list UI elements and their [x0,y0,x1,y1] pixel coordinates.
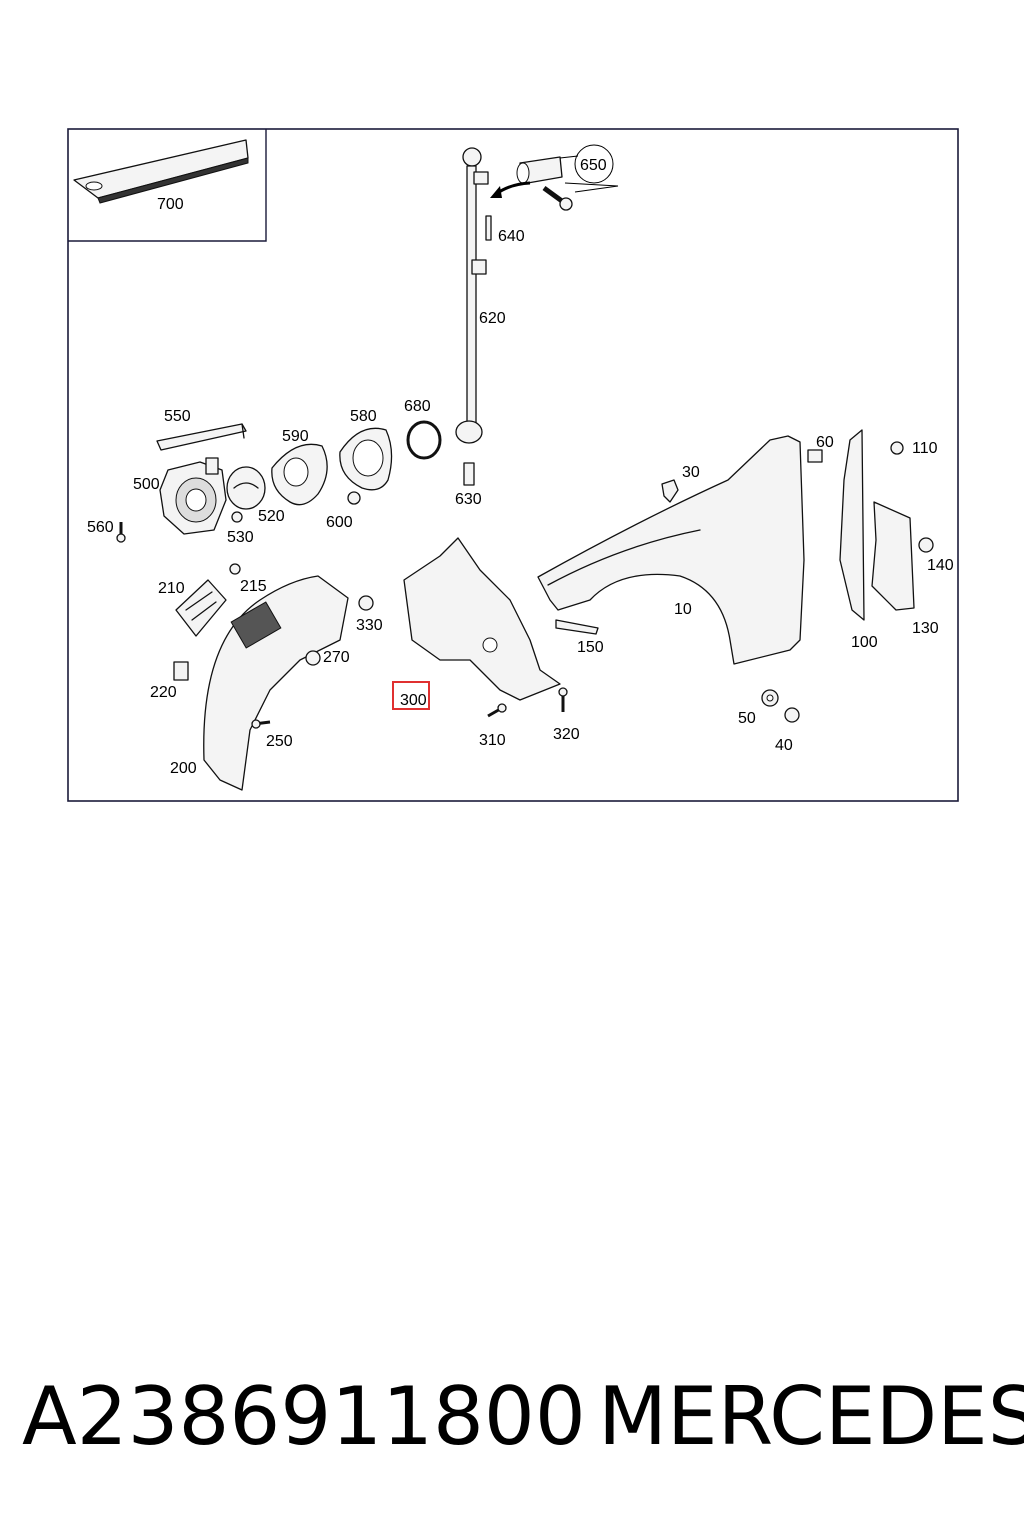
part-650-bolt [542,185,573,211]
part-110-clip [890,441,904,455]
part-630-pin [463,462,475,486]
part-150-strip [555,619,599,635]
label-300: 300 [400,692,427,709]
label-130: 130 [912,620,939,637]
arrow-head-icon [490,186,502,198]
part-60-bolt [807,449,823,463]
label-110: 110 [912,440,938,457]
label-250: 250 [266,733,293,750]
label-200: 200 [170,760,197,777]
part-40-clip [784,707,800,723]
label-590: 590 [282,428,309,445]
label-650: 650 [580,157,607,174]
label-10: 10 [674,601,692,618]
part-330-nut [358,595,374,611]
highlight-box [392,681,430,710]
part-130-panel [871,501,915,611]
label-580: 580 [350,408,377,425]
label-520: 520 [258,508,285,525]
label-100: 100 [851,634,878,651]
part-210-grille [175,579,227,637]
part-580-seal [339,427,393,491]
part-700-strip [73,139,249,204]
part-550-bracket [156,423,247,451]
label-680: 680 [404,398,431,415]
label-700: 700 [157,196,184,213]
part-10-fender [537,435,805,665]
label-215: 215 [240,578,267,595]
caption: A2386911800 MERCEDES [0,1370,1024,1480]
label-550: 550 [164,408,191,425]
part-50-nut [761,689,779,707]
label-640: 640 [498,228,525,245]
label-40: 40 [775,737,793,754]
arrow-icon [495,181,531,196]
part-200-liner [203,575,349,791]
part-600-nut [347,491,361,505]
part-310-screw [487,703,507,718]
part-590-gasket [271,443,328,506]
label-560: 560 [87,519,114,536]
label-210: 210 [158,580,185,597]
label-30: 30 [682,464,700,481]
part-100-panel [839,429,865,621]
part-560-screw [116,522,126,543]
diagram-frame [67,128,959,802]
part-number: A2386911800 [22,1370,586,1463]
label-310: 310 [479,732,506,749]
label-600: 600 [326,514,353,531]
part-520-cap [226,466,266,510]
part-140-clip [918,537,934,553]
brand-name: MERCEDES [598,1370,1024,1463]
part-640-clip [485,215,492,241]
part-650-grommet [516,144,619,193]
part-30-clip [661,479,679,503]
label-50: 50 [738,710,756,727]
part-620-support-rod [455,147,489,444]
label-140: 140 [927,557,954,574]
label-320: 320 [553,726,580,743]
label-270: 270 [323,649,350,666]
inset-frame [68,129,267,242]
label-330: 330 [356,617,383,634]
label-630: 630 [455,491,482,508]
parts-diagram: 700 650 640 620 550 590 580 680 500 520 … [67,128,959,802]
label-500: 500 [133,476,160,493]
part-215-clip [229,563,241,575]
part-680-ring [406,420,442,460]
part-270-clip [305,650,321,666]
label-620: 620 [479,310,506,327]
part-300-liner [403,537,561,701]
part-250-screw [251,719,271,729]
label-220: 220 [150,684,177,701]
part-500-filler-housing [159,457,227,535]
label-530: 530 [227,529,254,546]
label-150: 150 [577,639,604,656]
part-220-bracket [173,661,189,681]
part-530-nut [231,511,243,523]
part-320-clip [558,687,568,712]
label-60: 60 [816,434,834,451]
